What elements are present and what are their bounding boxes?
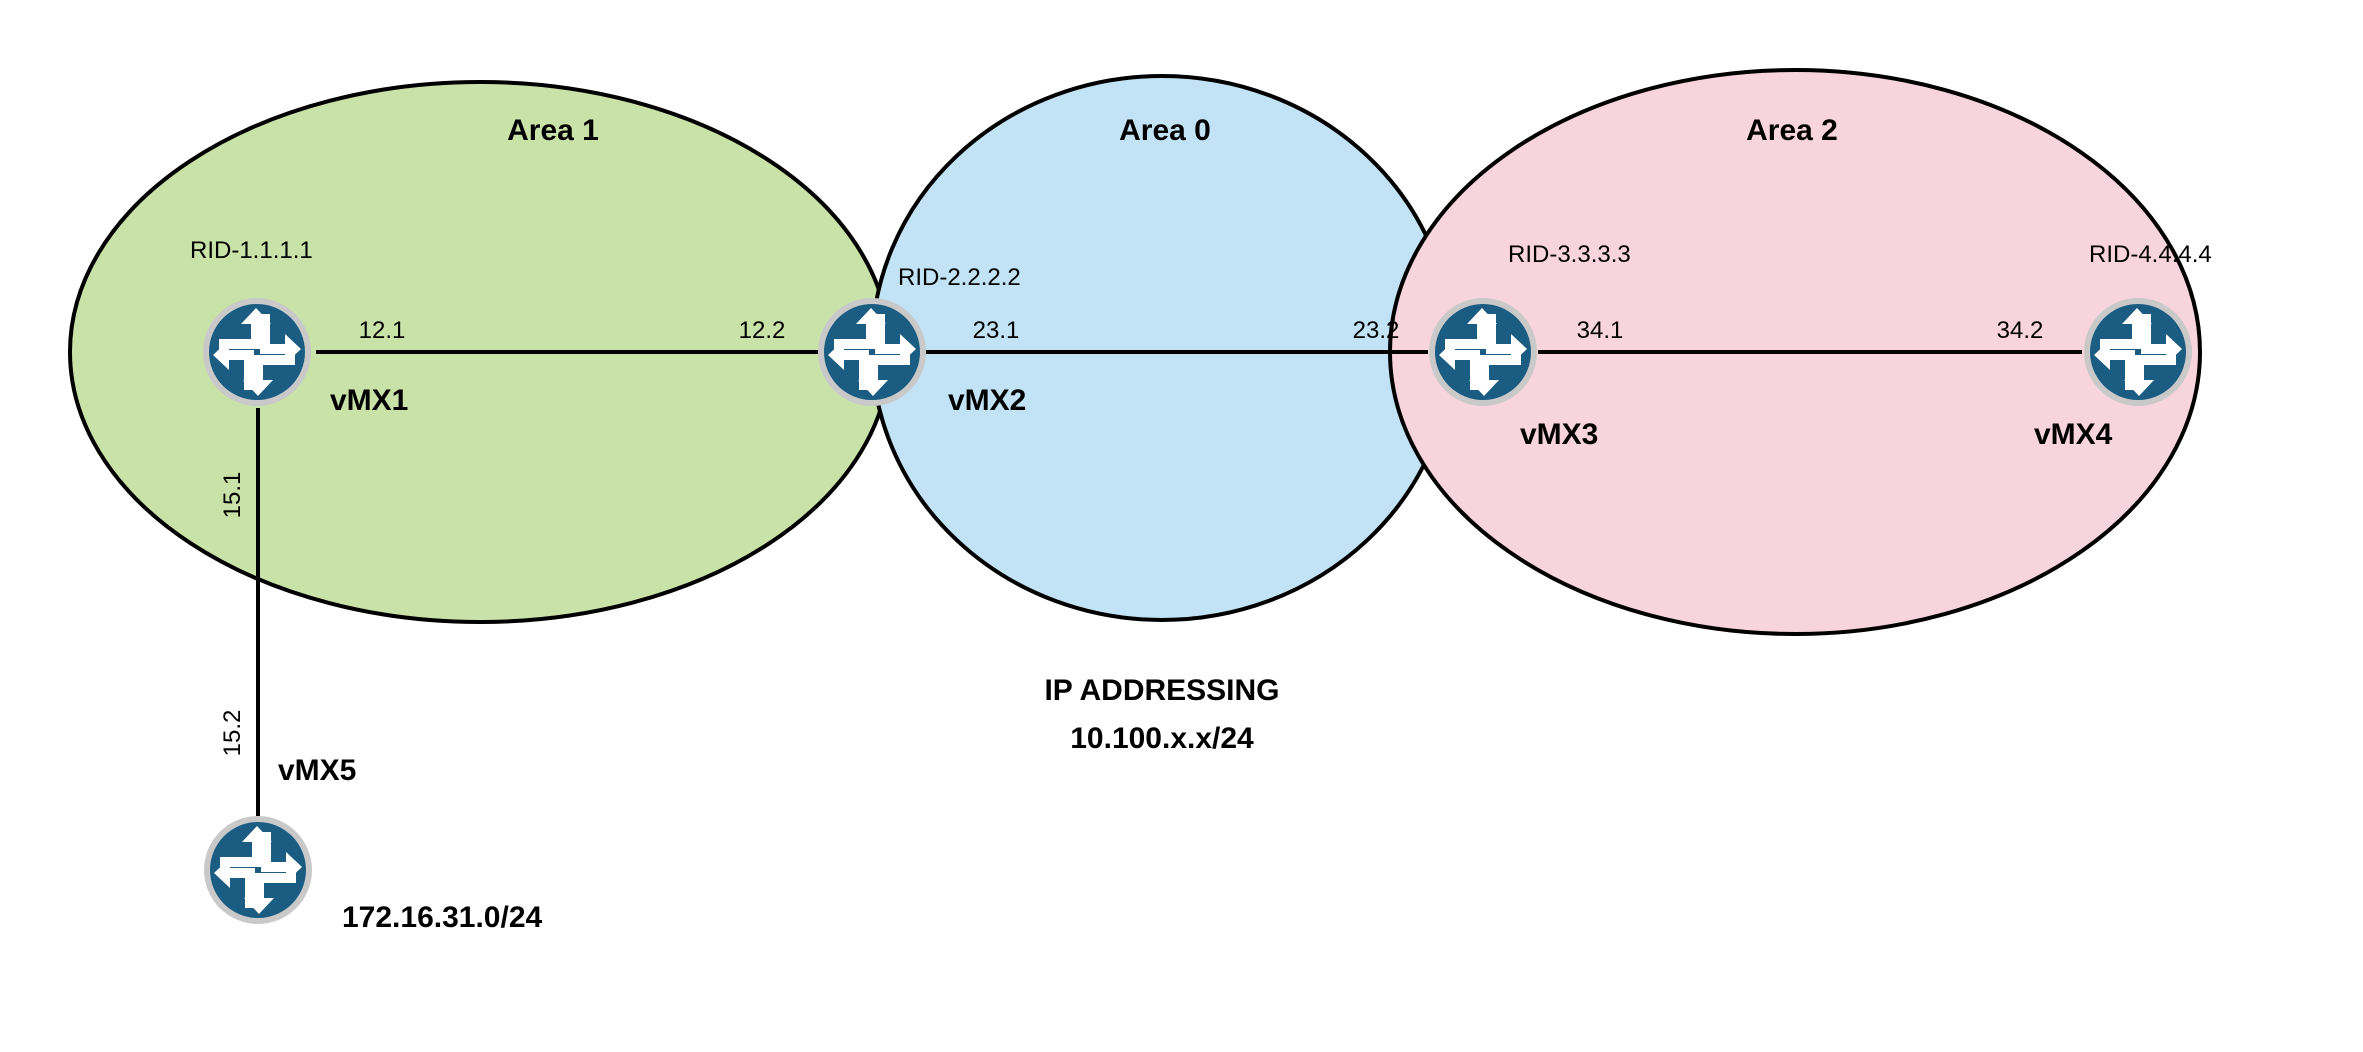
area-label-1: Area 1 xyxy=(507,114,599,147)
area-labels-group: Area 1 Area 0 Area 2 xyxy=(507,114,1838,147)
rid-label-vmx2: RID-2.2.2.2 xyxy=(898,264,1021,291)
router-id-labels-group: RID-1.1.1.1 RID-2.2.2.2 RID-3.3.3.3 RID-… xyxy=(190,237,2212,291)
rid-label-vmx1: RID-1.1.1.1 xyxy=(190,237,313,264)
router-icon-vmx1[interactable] xyxy=(203,298,311,406)
interface-labels-group: 12.1 12.2 23.1 23.2 34.1 34.2 15.1 15.2 xyxy=(219,317,2043,756)
ip-addressing-note: IP ADDRESSING 10.100.x.x/24 xyxy=(1044,674,1279,755)
iface-label-34-1: 34.1 xyxy=(1577,317,1624,344)
rid-label-vmx4: RID-4.4.4.4 xyxy=(2089,241,2212,268)
links-group xyxy=(256,350,2082,816)
router-icon-vmx5[interactable] xyxy=(204,816,312,924)
area-label-0: Area 0 xyxy=(1119,114,1211,147)
area-ellipse-0[interactable] xyxy=(870,74,1454,622)
subnet-labels-group: 172.16.31.0/24 xyxy=(342,901,543,934)
device-label-vmx4: vMX4 xyxy=(2034,418,2113,451)
ip-addressing-note-line2: 10.100.x.x/24 xyxy=(1070,722,1254,755)
iface-label-23-1: 23.1 xyxy=(973,317,1020,344)
iface-label-12-2: 12.2 xyxy=(739,317,786,344)
iface-label-23-2: 23.2 xyxy=(1353,317,1400,344)
iface-label-15-1: 15.1 xyxy=(219,472,246,519)
device-label-vmx5: vMX5 xyxy=(278,754,356,787)
iface-label-34-2: 34.2 xyxy=(1997,317,2044,344)
router-icon-vmx2[interactable] xyxy=(818,298,926,406)
rid-label-vmx3: RID-3.3.3.3 xyxy=(1508,241,1631,268)
device-label-vmx1: vMX1 xyxy=(330,384,408,417)
area-label-2: Area 2 xyxy=(1746,114,1838,147)
ip-addressing-note-line1: IP ADDRESSING xyxy=(1044,674,1279,707)
subnet-label-vmx5: 172.16.31.0/24 xyxy=(342,901,543,934)
router-name-labels-group: vMX1 vMX2 vMX3 vMX4 vMX5 xyxy=(278,384,2113,787)
router-icon-vmx3[interactable] xyxy=(1429,298,1537,406)
iface-label-15-2: 15.2 xyxy=(219,710,246,757)
iface-label-12-1: 12.1 xyxy=(359,317,406,344)
router-icon-vmx4[interactable] xyxy=(2084,298,2192,406)
device-label-vmx2: vMX2 xyxy=(948,384,1026,417)
device-label-vmx3: vMX3 xyxy=(1520,418,1598,451)
